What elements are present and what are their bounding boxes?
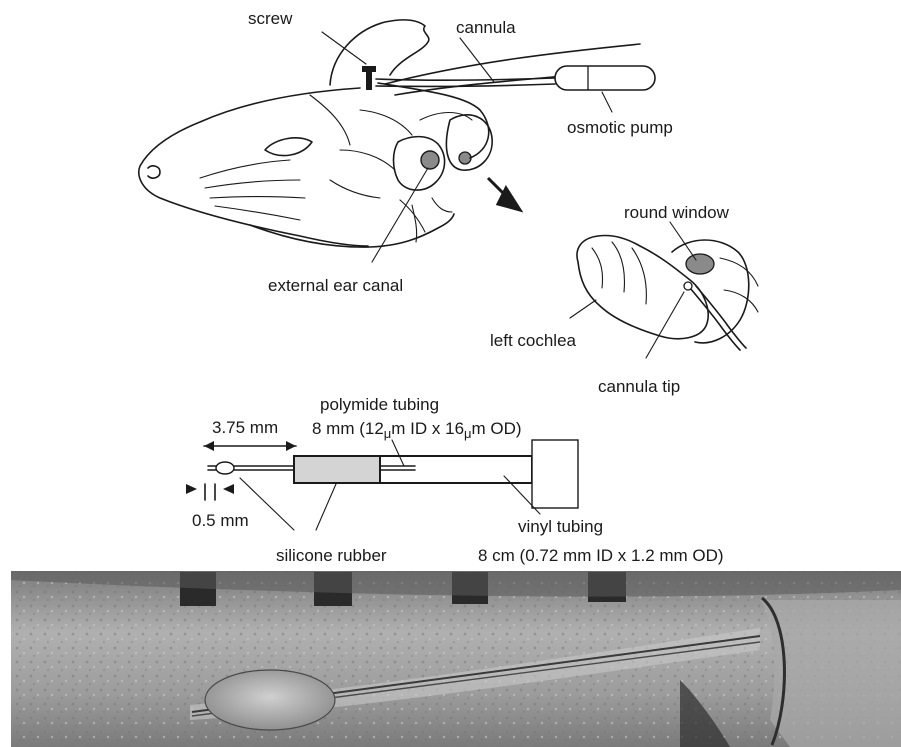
direction-arrow-icon — [488, 178, 520, 210]
label-screw: screw — [248, 9, 293, 28]
polyimide-mu-2: μ — [464, 426, 472, 441]
rat-whiskers — [200, 160, 305, 220]
silicone-rubber-section — [294, 456, 380, 483]
polyimide-dims-suffix: m OD) — [472, 419, 522, 438]
left-cochlea-leader — [570, 300, 596, 318]
screw-icon — [362, 66, 376, 90]
polyimide-leader — [392, 440, 404, 466]
dim-05-arrow-right — [223, 484, 234, 494]
cannula-leader — [460, 38, 494, 82]
osmotic-pump-leader — [602, 92, 612, 112]
silicone-leader — [316, 484, 336, 530]
screw-leader — [322, 32, 366, 64]
label-cannula-tip: cannula tip — [598, 377, 680, 396]
osmotic-pump-icon — [555, 66, 655, 90]
silicone-bead-icon — [216, 462, 234, 474]
label-3-75-mm: 3.75 mm — [212, 418, 278, 437]
label-vinyl-dims: 8 cm (0.72 mm ID x 1.2 mm OD) — [478, 546, 724, 565]
label-left-cochlea: left cochlea — [490, 331, 577, 350]
label-osmotic-pump: osmotic pump — [567, 118, 673, 137]
label-cannula: cannula — [456, 18, 516, 37]
cochlea-base — [672, 240, 749, 343]
rat-head-illustration — [139, 20, 640, 247]
label-vinyl-tubing: vinyl tubing — [518, 517, 603, 536]
cannula-photo — [10, 571, 901, 747]
rat-ear-flap — [330, 20, 429, 85]
rat-ear-canal-opening — [421, 151, 439, 169]
vinyl-tubing-end — [532, 440, 578, 508]
dim-05-arrow-left — [186, 484, 197, 494]
rat-head-outline — [139, 88, 368, 246]
cannula-tip-leader — [646, 292, 684, 358]
polyimide-dims-mid: m ID x 16 — [391, 419, 464, 438]
label-round-window: round window — [624, 203, 730, 222]
round-window-icon — [686, 254, 714, 274]
rat-jaw-outline — [250, 214, 454, 247]
photo-vinyl-end — [760, 600, 901, 747]
cochlea-bone-lines — [720, 258, 758, 312]
photo-silicone-bulb — [205, 670, 335, 730]
cannula-tip-icon — [684, 282, 692, 290]
rat-nose — [148, 166, 160, 178]
label-external-ear-canal: external ear canal — [268, 276, 403, 295]
label-polyimide-tubing: polymide tubing — [320, 395, 439, 414]
label-silicone-rubber: silicone rubber — [276, 546, 387, 565]
rat-eye — [265, 138, 312, 156]
polyimide-mu-1: μ — [384, 426, 392, 441]
label-0-5-mm: 0.5 mm — [192, 511, 249, 530]
label-polyimide-dims: 8 mm (12μm ID x 16μm OD) — [312, 419, 522, 441]
cochlea-turns — [592, 242, 646, 304]
polyimide-dims-prefix: 8 mm (12 — [312, 419, 384, 438]
cochlea-closeup — [577, 235, 758, 350]
